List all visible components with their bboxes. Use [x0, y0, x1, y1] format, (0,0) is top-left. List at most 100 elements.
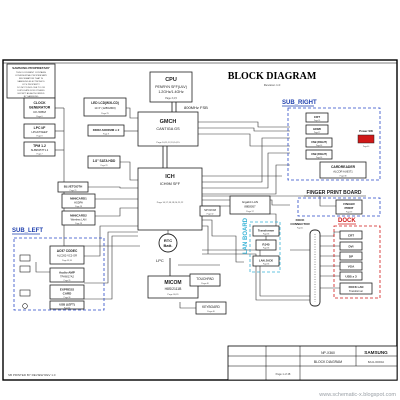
ich-block[interactable]: ICH ICH9M SFF Page 16,17,18,19,20,21,22 — [137, 167, 203, 231]
tpm-page: Page 7 — [37, 154, 43, 156]
sub-left-region — [13, 237, 105, 311]
audio-amp-block[interactable]: Audio AMP TPA6017A2 Page 35 — [49, 267, 85, 283]
minicard2-page: Page 28 — [75, 223, 82, 225]
tpm-chip: SLB9635TT1.2 — [31, 148, 49, 152]
dock-vga-label: VGA — [348, 265, 355, 269]
cpu-block[interactable]: CPU PENRYN SFF(ULV) 1.2GHz/1.4GHz Page 3… — [149, 71, 193, 103]
gigabit-lan-page: Page 37 — [246, 211, 254, 213]
dock-label: DOCK — [338, 218, 356, 224]
audio-amp-label: Audio AMP — [59, 271, 75, 275]
ich-model: ICH9M SFF — [160, 182, 181, 186]
lan-jack-block[interactable]: LAN JACK Page 38 — [252, 255, 280, 267]
lpc-if-block[interactable]: LPC I/F LPCA/TKEEP Page 8 — [23, 123, 56, 139]
finger-print-block[interactable]: FINGER PRINT Page 39 — [335, 199, 363, 215]
sata-hdd-block[interactable]: 1.8" SATA HDD Page 29 — [87, 155, 121, 169]
watermark: www.schematic-x.blogspot.com — [318, 392, 396, 398]
minicard1-page: Page 28 — [75, 206, 82, 208]
minicard1-block[interactable]: MINICARD1 HSDPA Page 28 — [61, 193, 96, 209]
spi-rom-block[interactable]: SPI ROM Page 32 — [199, 205, 221, 217]
notice-line: DUPLICATE FOR OTHERS — [17, 89, 45, 92]
rj45-block[interactable]: RJ45 Page 38 — [255, 239, 277, 251]
sata-hdd-label: 1.8" SATA HDD — [93, 159, 116, 163]
title-company: SAMSUNG — [364, 350, 388, 355]
bluetooth-block[interactable]: BLUETOOTH Page 29 — [57, 181, 89, 193]
sata-hdd-page: Page 29 — [100, 165, 107, 167]
usb-right1-label: USB (RIGHT) — [311, 140, 327, 144]
usb-right2-block[interactable]: USB (RIGHT) Page 36 — [305, 149, 333, 160]
audio-jacks — [19, 254, 31, 309]
cpu-name: CPU — [165, 77, 177, 83]
power-sw-page: Page 40 — [363, 146, 369, 148]
dock-crt-block[interactable]: CRT — [339, 230, 363, 240]
title-code: BA41-00000A — [368, 360, 384, 364]
dock-crt-label: CRT — [348, 234, 354, 238]
transformer-block[interactable]: Transformer Page 38 — [252, 225, 280, 237]
hdmi-block[interactable]: HDMI Page 27 — [305, 124, 329, 135]
sub-right-region — [287, 107, 381, 181]
notice-line: DO NOT DISCLOSE TO OR — [17, 87, 45, 89]
usb-right2-page: Page 36 — [316, 157, 322, 159]
minicard1-type: HSDPA — [74, 201, 83, 205]
gigabit-lan-chip: 88E8057 — [244, 205, 256, 209]
notice-line: EXCEPT AS AUTHORIZED — [18, 92, 45, 95]
crt-right-label: CRT — [314, 115, 320, 119]
dock-connector-page: Page 41 — [297, 228, 303, 230]
usb-left-block[interactable]: USB (LEFT) Page 36 — [49, 300, 85, 310]
express-card-page: Page 36 — [64, 297, 71, 299]
clock-generator-block[interactable]: CLOCK GENERATOR CK-505M Page 6 — [23, 97, 56, 119]
rtc-batt-label: Batt. — [164, 243, 173, 248]
usb-right1-block[interactable]: USB (RIGHT) Page 36 — [305, 137, 333, 148]
ac97-label: AC97 CODEC — [57, 249, 78, 253]
transformer-label: Transformer — [258, 229, 275, 233]
notice-title: SAMSUNG PROPRIETARY — [12, 66, 50, 70]
dock-lan-block[interactable]: DOCK LAN Transformer — [339, 282, 373, 295]
clock-line2: GENERATOR — [29, 106, 51, 110]
minicard2-type: Wireless LAN — [71, 218, 87, 222]
dock-usb-block[interactable]: USB x 3 — [339, 271, 363, 281]
dock-lan-label: DOCK LAN — [349, 285, 364, 289]
finger-print-line1: FINGER — [343, 202, 355, 206]
gmch-model: CANTIGA GS — [156, 127, 180, 131]
rj45-label: RJ45 — [262, 243, 270, 247]
power-sw-block[interactable]: Power SW Page 40 — [357, 129, 375, 148]
tpm-block[interactable]: TPM 1.2 SLB9635TT1.2 Page 7 — [23, 141, 56, 157]
dock-dp-block[interactable]: DP — [339, 251, 363, 261]
hdmi-page: Page 27 — [314, 132, 320, 134]
sheet-frame — [2, 59, 398, 381]
dock-vga-block[interactable]: VGA — [339, 261, 363, 271]
notice-line: THIS DOCUMENT CONTAINS — [16, 71, 46, 74]
gigabit-lan-block[interactable]: Gigabit LAN 88E8057 Page 37 — [229, 195, 271, 215]
dock-dp-label: DP — [349, 255, 353, 259]
transformer-page: Page 38 — [263, 234, 269, 236]
title-model: NP-X360 — [321, 351, 335, 355]
clock-chip: CK-505M — [33, 110, 46, 114]
touchpad-page: Page 40 — [201, 283, 209, 285]
lcd-block[interactable]: LED LCD(WXLCD) 13.3" (1280x800) Page 25 — [83, 97, 127, 117]
dock-connector-block[interactable]: DOCK CONNECTOR Page 41 — [290, 218, 321, 307]
micom-block[interactable]: MICOM H8S/2111B Page 30,31 — [147, 275, 199, 299]
cpu-speed: 1.2GHz/1.4GHz — [158, 90, 184, 94]
cardreader-block[interactable]: CARDREADER ALCOR AU6371 Page 38 — [319, 161, 367, 179]
ddr-block[interactable]: DDR2-SODIMM x 2 Page 9 — [87, 124, 125, 137]
keyboard-block[interactable]: KEYBOARD Page 40 — [195, 301, 227, 315]
dock-connector-body — [309, 229, 321, 307]
express-card-block[interactable]: EXPRESS CARD Page 36 — [49, 284, 85, 300]
lpc-if-page: Page 8 — [37, 136, 43, 138]
ac97-codec-block[interactable]: AC97 CODEC ALC262-VC2-GR Page 33,34 — [49, 245, 85, 265]
diagram-title: BLOCK DIAGRAM — [228, 71, 317, 82]
lpc-if-chip: LPCA/TKEEP — [31, 130, 47, 134]
ddr-page: Page 9 — [103, 134, 109, 136]
dock-dvi-block[interactable]: DVI — [339, 241, 363, 251]
gmch-page: Page 10,11,12,13,14,15 — [156, 142, 180, 144]
footer-note: SB PRINTED BY REVIEW REV 1.0 — [8, 373, 56, 377]
cpu-model: PENRYN SFF(ULV) — [155, 85, 187, 89]
touchpad-block[interactable]: TOUCHPAD Page 40 — [189, 273, 221, 287]
minicard2-block[interactable]: MINICARD2 Wireless LAN Page 28 — [61, 210, 96, 226]
ac97-page: Page 33,34 — [62, 260, 72, 262]
sub-right-label: SUB_RIGHT — [282, 100, 317, 106]
gmch-block[interactable]: GMCH CANTIGA GS Page 10,11,12,13,14,15 — [137, 111, 199, 147]
tpm-label: TPM 1.2 — [33, 144, 46, 148]
crt-right-block[interactable]: CRT Page 26 — [305, 112, 329, 123]
spi-rom-page: Page 32 — [207, 214, 214, 216]
